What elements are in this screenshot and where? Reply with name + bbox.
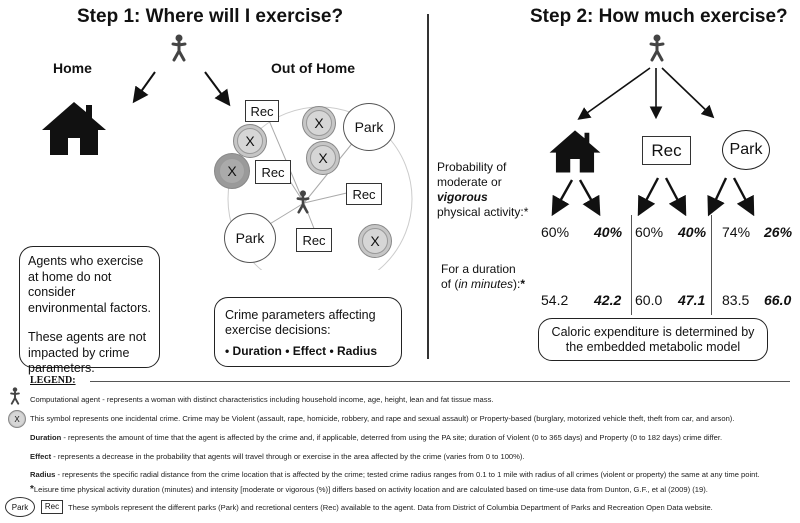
legend-title: LEGEND:: [30, 375, 76, 386]
crime-parameters-list: • Duration • Effect • Radius: [225, 344, 378, 358]
step2-title: Step 2: How much exercise?: [530, 6, 788, 27]
out-of-home-label: Out of Home: [271, 60, 355, 76]
crime-incident-3: X: [306, 141, 340, 175]
rec-vigorous-min: 47.1: [678, 292, 706, 308]
park-1: Park: [343, 103, 395, 151]
park-vigorous-pct: 26%: [764, 224, 793, 240]
step2-arrows: [551, 67, 755, 217]
legend-park-icon: Park: [5, 497, 35, 517]
home-note-box: Agents who exercise at home do not consi…: [19, 246, 160, 375]
center-agent-icon: [296, 190, 310, 214]
param-effect: Effect: [292, 344, 327, 358]
legend-agent-text: Computational agent - represents a woman…: [30, 395, 494, 404]
legend-duration: Duration - represents the amount of time…: [30, 433, 723, 442]
home-moderate-pct: 60%: [541, 224, 570, 240]
vertical-divider: [427, 14, 429, 359]
step1-title: Step 1: Where will I exercise?: [77, 6, 344, 27]
park-moderate-pct: 74%: [722, 224, 751, 240]
rec-center-3: Rec: [346, 183, 382, 205]
legend-agent-icon: [10, 387, 20, 405]
legend-crime-icon: X: [8, 410, 26, 428]
column-divider-1: [631, 215, 632, 315]
legend-radius: Radius - represents the specific radial …: [30, 470, 760, 479]
home-vigorous-min: 42.2: [594, 292, 622, 308]
home-note-text-2: These agents are not impacted by crime p…: [28, 330, 147, 375]
crime-incident-1: X: [302, 106, 336, 140]
step2-home-icon: [549, 130, 601, 173]
rec-center-4: Rec: [296, 228, 332, 252]
param-radius: Radius: [337, 344, 378, 358]
rec-moderate-pct: 60%: [635, 224, 664, 240]
rec-vigorous-pct: 40%: [678, 224, 707, 240]
legend-rec-icon: Rec: [41, 500, 63, 514]
rec-center-1: Rec: [245, 100, 279, 122]
column-divider-2: [711, 215, 712, 315]
crime-incident-5: X: [358, 224, 392, 258]
legend-crime-text: This symbol represents one incidental cr…: [30, 414, 735, 423]
step1-arrows: [132, 71, 231, 107]
park-moderate-min: 83.5: [722, 292, 750, 308]
crime-incident-2: X: [233, 124, 267, 158]
park-vigorous-min: 66.0: [764, 292, 792, 308]
caloric-note-box: Caloric expenditure is determined by the…: [538, 318, 768, 361]
home-note-text-1: Agents who exercise at home do not consi…: [28, 254, 151, 315]
home-vigorous-pct: 40%: [594, 224, 623, 240]
arrow-to-out-of-home: [204, 71, 231, 107]
step2-agent-icon: [649, 34, 665, 62]
legend-symbols-text: These symbols represent the different pa…: [68, 503, 713, 512]
crime-parameters-box: Crime parameters affecting exercise deci…: [214, 297, 402, 367]
step2-park-circle: Park: [722, 130, 770, 170]
home-moderate-min: 54.2: [541, 292, 569, 308]
legend-footnote: *Leisure time physical activity duration…: [30, 484, 708, 495]
caloric-note-text: Caloric expenditure is determined by the…: [551, 325, 755, 354]
home-icon: [42, 102, 106, 155]
rec-center-2: Rec: [255, 160, 291, 184]
step2-rec-box: Rec: [642, 136, 691, 165]
step1-agent-icon: [171, 34, 187, 62]
arrow-to-home: [132, 71, 156, 104]
param-duration: Duration: [232, 344, 282, 358]
crime-incident-4: X: [214, 153, 250, 189]
rec-moderate-min: 60.0: [635, 292, 663, 308]
probability-label: Probability of moderate or vigorous phys…: [437, 160, 529, 219]
duration-label: For a duration of (in minutes):*: [441, 262, 526, 291]
legend-rule: [90, 381, 790, 382]
legend-effect: Effect - represents a decrease in the pr…: [30, 452, 525, 461]
crime-parameters-text: Crime parameters affecting exercise deci…: [225, 308, 376, 337]
home-label: Home: [53, 60, 92, 76]
park-2: Park: [224, 213, 276, 263]
